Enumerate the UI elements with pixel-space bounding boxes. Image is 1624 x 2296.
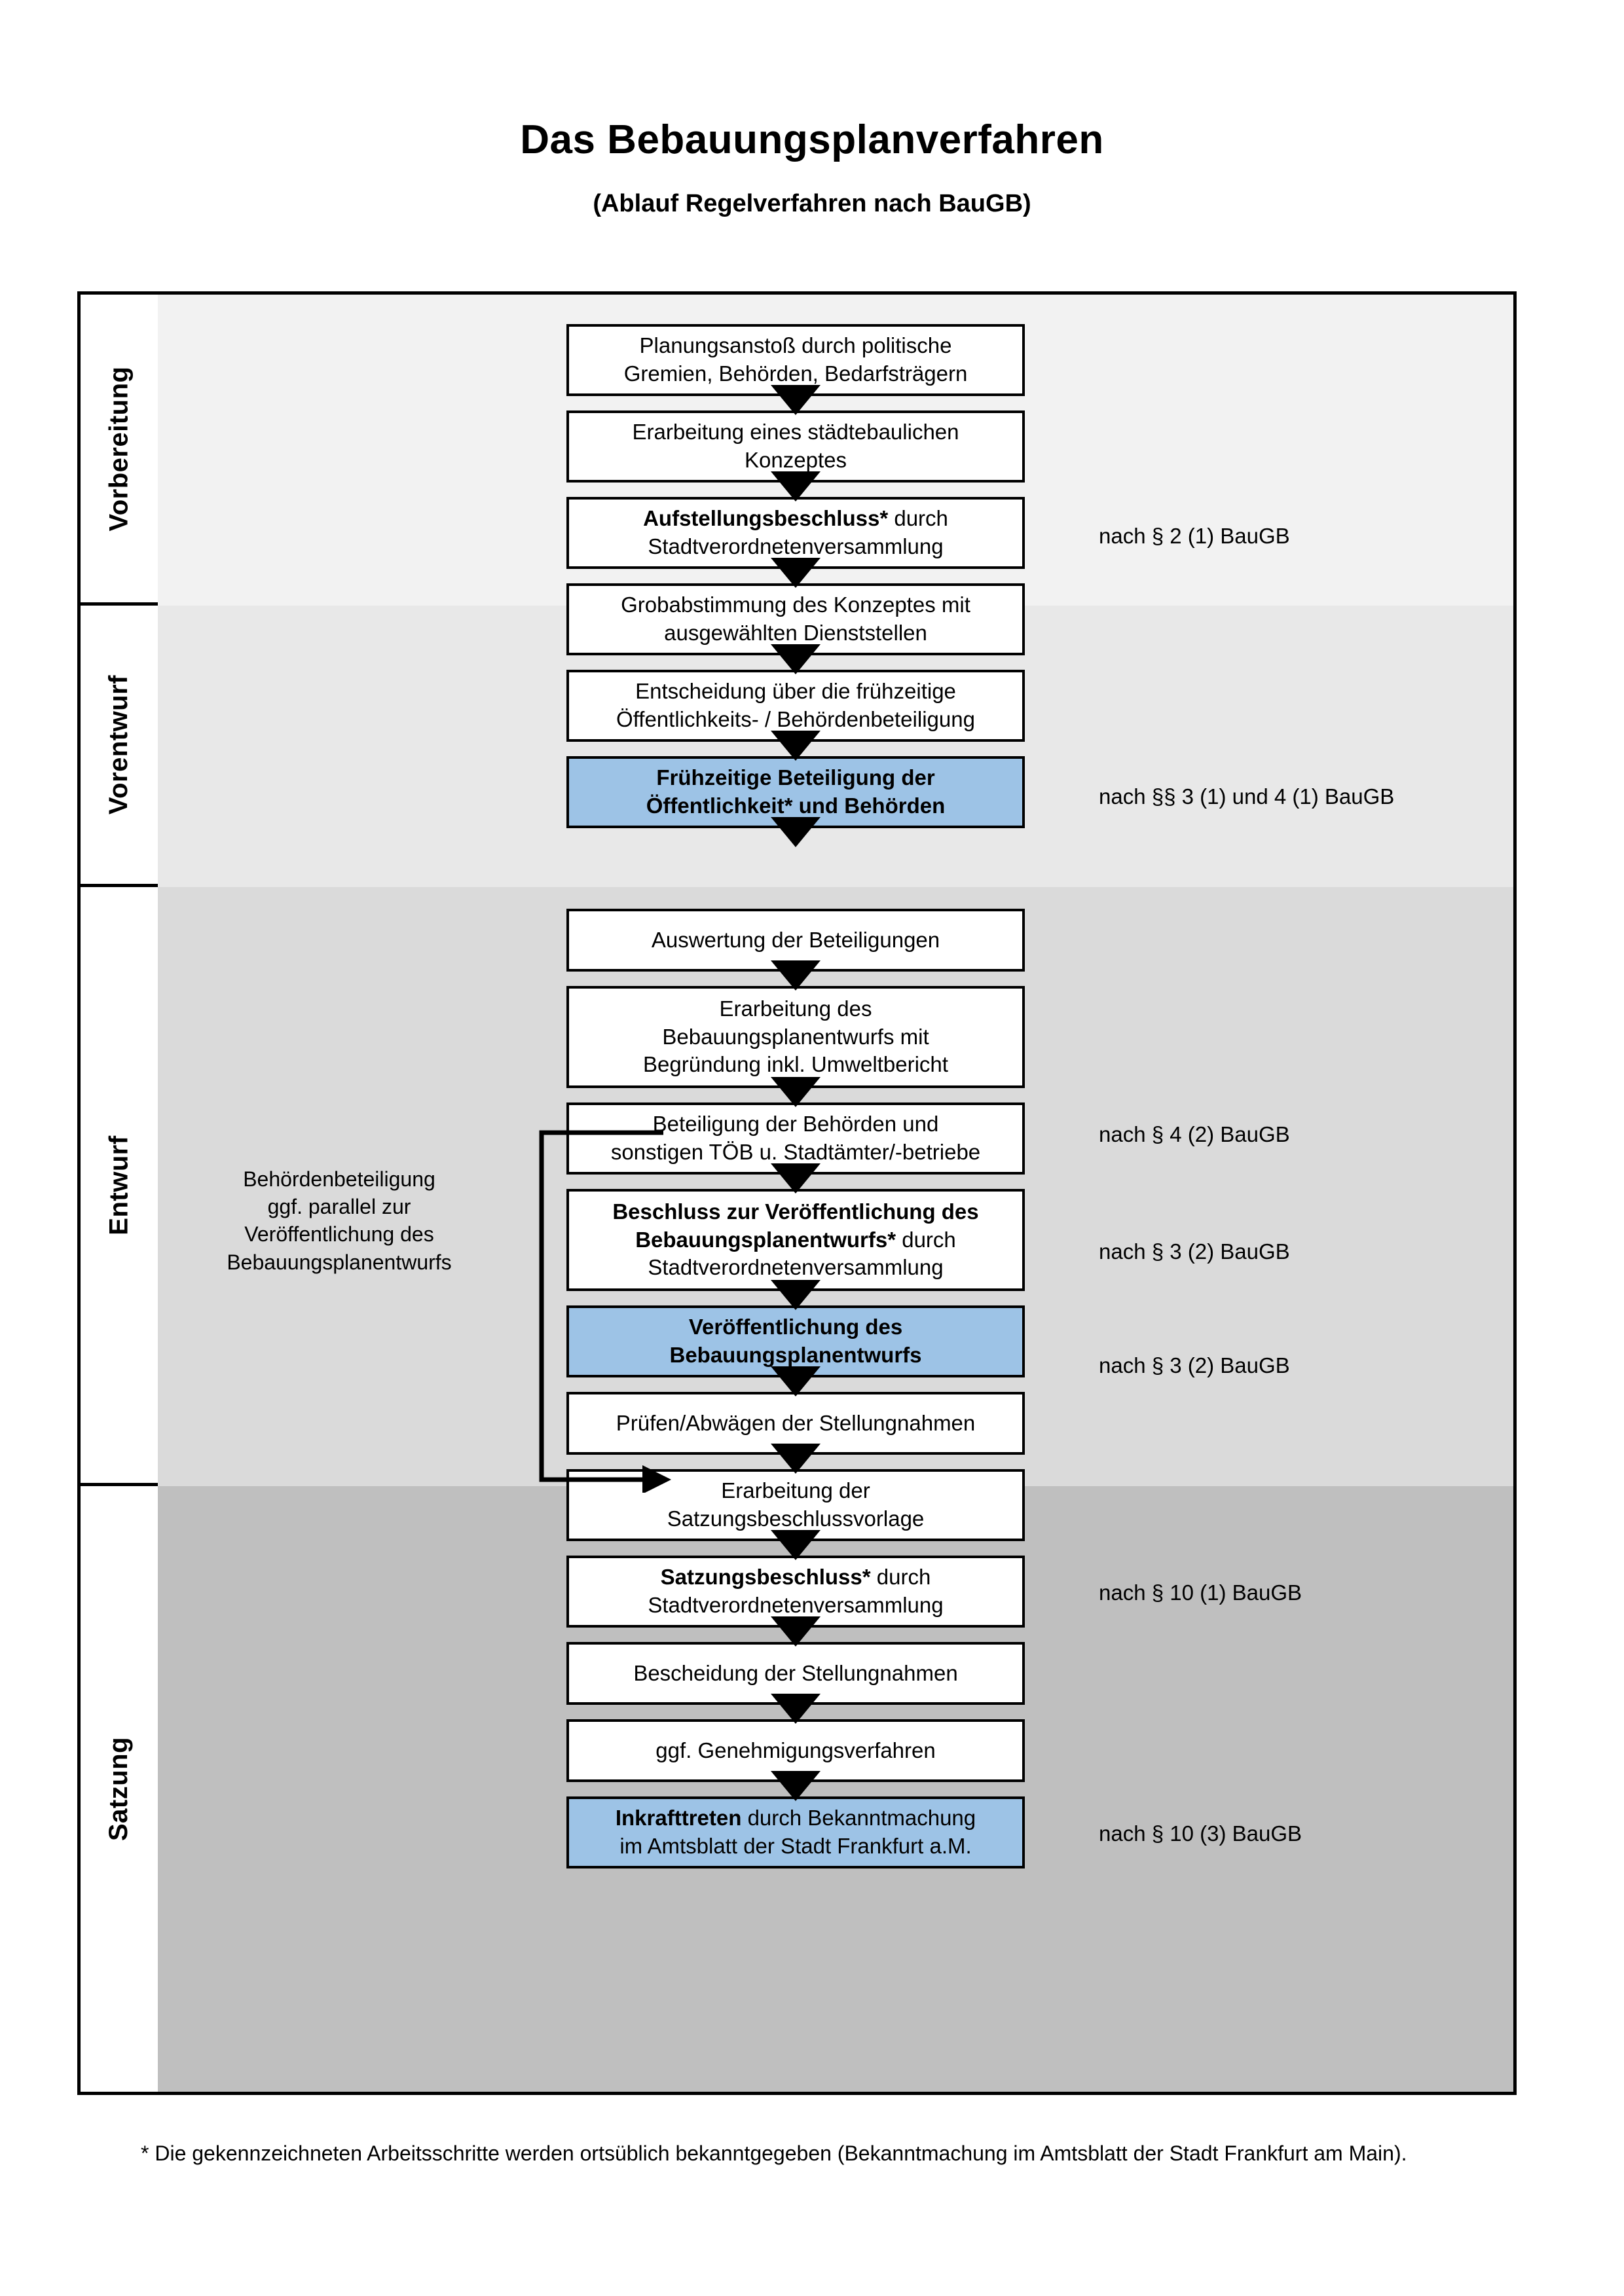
flow-arrow-icon: [771, 1694, 821, 1724]
step-line-1: Planungsanstoß durch politische: [639, 333, 952, 358]
band-label-text: Vorentwurf: [104, 674, 134, 815]
flow-arrow-icon: [771, 558, 821, 588]
step-line-1: Auswertung der Beteiligungen: [651, 927, 940, 952]
page-subtitle: (Ablauf Regelverfahren nach BauGB): [593, 190, 1031, 218]
flow-arrow-icon: [771, 817, 821, 847]
side-note-behoerdenbeteiligung: Behördenbeteiligung ggf. parallel zur Ve…: [202, 1165, 477, 1276]
step-line-1: Prüfen/Abwägen der Stellungnahmen: [616, 1410, 976, 1435]
step-line-2: Öffentlichkeits- / Behördenbeteiligung: [616, 707, 975, 731]
step-line-1: Grobabstimmung des Konzeptes mit: [621, 592, 970, 617]
page-title: Das Bebauungsplanverfahren: [520, 117, 1104, 162]
step-line-3: Begründung inkl. Umweltbericht: [643, 1052, 948, 1077]
step-line-1: Beteiligung der Behörden und: [652, 1112, 939, 1137]
step-line-1: Satzungsbeschluss* durch: [648, 1563, 943, 1592]
step-line-2: Gremien, Behörden, Bedarfsträgern: [623, 361, 968, 386]
footnote-text: * Die gekennzeichneten Arbeitsschritte w…: [141, 2141, 1407, 2165]
step-line-2: Öffentlichkeit* und Behörden: [646, 793, 946, 818]
side-note-line-3: Veröffentlichung des: [244, 1222, 434, 1247]
step-line-1: Erarbeitung der: [721, 1478, 870, 1503]
flow-arrow-icon: [771, 1530, 821, 1560]
legal-ref-par3-2-veroeffentlichung: nach § 3 (2) BauGB: [1099, 1353, 1290, 1377]
band-label-text: Vorbereitung: [104, 366, 134, 531]
flowchart-frame: Vorbereitung Vorentwurf Entwurf Satzung …: [77, 291, 1517, 2095]
step-box-inkrafttreten[interactable]: Inkrafttreten durch Bekanntmachung im Am…: [566, 1796, 1025, 1868]
step-line-3: Stadtverordnetenversammlung: [648, 1255, 944, 1280]
step-box-grobabstimmung[interactable]: Grobabstimmung des Konzeptes mit ausgewä…: [566, 583, 1025, 655]
band-label-satzung: Satzung: [81, 1486, 158, 2092]
side-note-line-4: Bebauungsplanentwurfs: [227, 1250, 452, 1274]
band-label-vorentwurf: Vorentwurf: [81, 606, 158, 887]
band-label-entwurf: Entwurf: [81, 887, 158, 1486]
side-note-line-2: ggf. parallel zur: [267, 1195, 411, 1219]
step-line-1: Entscheidung über die frühzeitige: [635, 679, 956, 704]
step-bold-text: Satzungsbeschluss*: [660, 1565, 871, 1590]
flow-arrow-icon: [771, 1444, 821, 1474]
step-bold-text: Inkrafttreten: [615, 1806, 742, 1831]
step-after-bold: durch: [888, 506, 948, 531]
flow-arrow-icon: [771, 1771, 821, 1801]
step-line-2: im Amtsblatt der Stadt Frankfurt a.M.: [619, 1834, 972, 1858]
step-line-1: Aufstellungsbeschluss* durch: [643, 505, 948, 533]
title-block: Das Bebauungsplanverfahren (Ablauf Regel…: [0, 117, 1624, 218]
legal-ref-par2-1: nach § 2 (1) BauGB: [1099, 524, 1290, 548]
step-after-bold: durch: [896, 1227, 956, 1252]
legal-ref-par10-1: nach § 10 (1) BauGB: [1099, 1580, 1302, 1605]
flow-arrow-icon: [771, 471, 821, 501]
band-label-vorbereitung: Vorbereitung: [81, 295, 158, 606]
side-note-line-1: Behördenbeteiligung: [243, 1167, 435, 1191]
step-box-erarbeitung-bebauungsplanentwurf[interactable]: Erarbeitung des Bebauungsplanentwurfs mi…: [566, 986, 1025, 1088]
parallel-process-connector: [539, 1130, 671, 1493]
step-line-1: ggf. Genehmigungsverfahren: [655, 1738, 936, 1762]
step-line-2: Stadtverordnetenversammlung: [648, 1593, 944, 1617]
step-line-1: Frühzeitige Beteiligung der: [656, 765, 935, 790]
step-line-1: Bescheidung der Stellungnahmen: [633, 1660, 958, 1685]
legal-ref-par3-2-beschluss: nach § 3 (2) BauGB: [1099, 1239, 1290, 1264]
flow-arrow-icon: [771, 1280, 821, 1310]
step-box-fruehzeitige-beteiligung[interactable]: Frühzeitige Beteiligung der Öffentlichke…: [566, 756, 1025, 828]
step-line-2: Satzungsbeschlussvorlage: [667, 1506, 925, 1531]
step-box-beschluss-veroeffentlichung[interactable]: Beschluss zur Veröffentlichung des Bebau…: [566, 1189, 1025, 1291]
flow-arrow-icon: [771, 1366, 821, 1396]
step-line-2: Stadtverordnetenversammlung: [648, 534, 944, 558]
step-box-auswertung-beteiligungen[interactable]: Auswertung der Beteiligungen: [566, 909, 1025, 972]
step-line-2: sonstigen TÖB u. Stadtämter/-betriebe: [610, 1140, 981, 1164]
flow-arrow-icon: [771, 731, 821, 761]
step-line-1: Inkrafttreten durch Bekanntmachung: [616, 1804, 976, 1832]
legal-ref-par10-3: nach § 10 (3) BauGB: [1099, 1821, 1302, 1846]
flow-arrow-icon: [771, 1616, 821, 1647]
step-line-2: Bebauungsplanentwurfs mit: [662, 1024, 929, 1049]
legal-ref-par3-1-4-1: nach §§ 3 (1) und 4 (1) BauGB: [1099, 784, 1395, 809]
step-line-2: Bebauungsplanentwurfs* durch: [612, 1226, 978, 1254]
step-line-2: Bebauungsplanentwurfs: [669, 1343, 922, 1367]
step-line-1: Veröffentlichung des: [688, 1315, 903, 1339]
step-after-bold: durch Bekanntmachung: [741, 1806, 976, 1831]
band-label-text: Entwurf: [104, 1135, 134, 1235]
flow-arrow-icon: [771, 960, 821, 991]
flow-arrow-icon: [771, 644, 821, 674]
step-after-bold: durch: [870, 1565, 931, 1590]
step-line-2: ausgewählten Dienststellen: [664, 621, 927, 645]
step-bold-text: Aufstellungsbeschluss*: [643, 506, 889, 531]
band-label-column: Vorbereitung Vorentwurf Entwurf Satzung: [81, 295, 158, 2092]
step-bold-text: Bebauungsplanentwurfs*: [635, 1227, 896, 1252]
flow-arrow-icon: [771, 1163, 821, 1194]
flow-arrow-icon: [771, 1077, 821, 1107]
step-line-1: Erarbeitung des: [719, 996, 872, 1021]
step-line-1: Erarbeitung eines städtebaulichen: [632, 420, 959, 445]
step-line-2: Konzeptes: [745, 448, 847, 472]
step-line-1: Beschluss zur Veröffentlichung des: [612, 1199, 979, 1224]
step-box-veroeffentlichung-bebauungsplanentwurf[interactable]: Veröffentlichung des Bebauungsplanentwur…: [566, 1305, 1025, 1377]
band-label-text: Satzung: [104, 1736, 134, 1842]
flow-arrow-icon: [771, 385, 821, 415]
step-box-planungsanstoss[interactable]: Planungsanstoß durch politische Gremien,…: [566, 324, 1025, 396]
legal-ref-par4-2: nach § 4 (2) BauGB: [1099, 1122, 1290, 1146]
